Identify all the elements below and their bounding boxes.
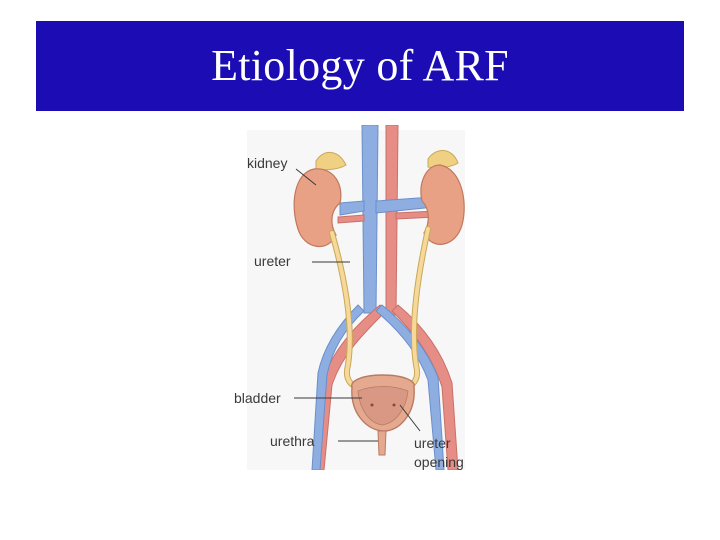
label-kidney: kidney bbox=[247, 155, 287, 171]
kidneys bbox=[293, 150, 465, 248]
title-bar: Etiology of ARF bbox=[36, 21, 684, 111]
label-bladder: bladder bbox=[234, 390, 281, 406]
right-kidney bbox=[420, 164, 465, 245]
label-ureter-opening-line2: opening bbox=[414, 454, 464, 470]
label-urethra: urethra bbox=[270, 433, 315, 449]
urinary-system-diagram: kidney ureter bladder urethra ureter ope… bbox=[232, 125, 480, 470]
label-ureter: ureter bbox=[254, 253, 291, 269]
label-ureter-opening-line1: ureter bbox=[414, 435, 451, 451]
leader-lines bbox=[294, 168, 421, 442]
urinary-system-illustration: kidney ureter bladder urethra ureter ope… bbox=[234, 125, 465, 470]
left-kidney bbox=[293, 168, 342, 248]
slide-title: Etiology of ARF bbox=[211, 41, 509, 90]
bladder bbox=[351, 374, 415, 456]
